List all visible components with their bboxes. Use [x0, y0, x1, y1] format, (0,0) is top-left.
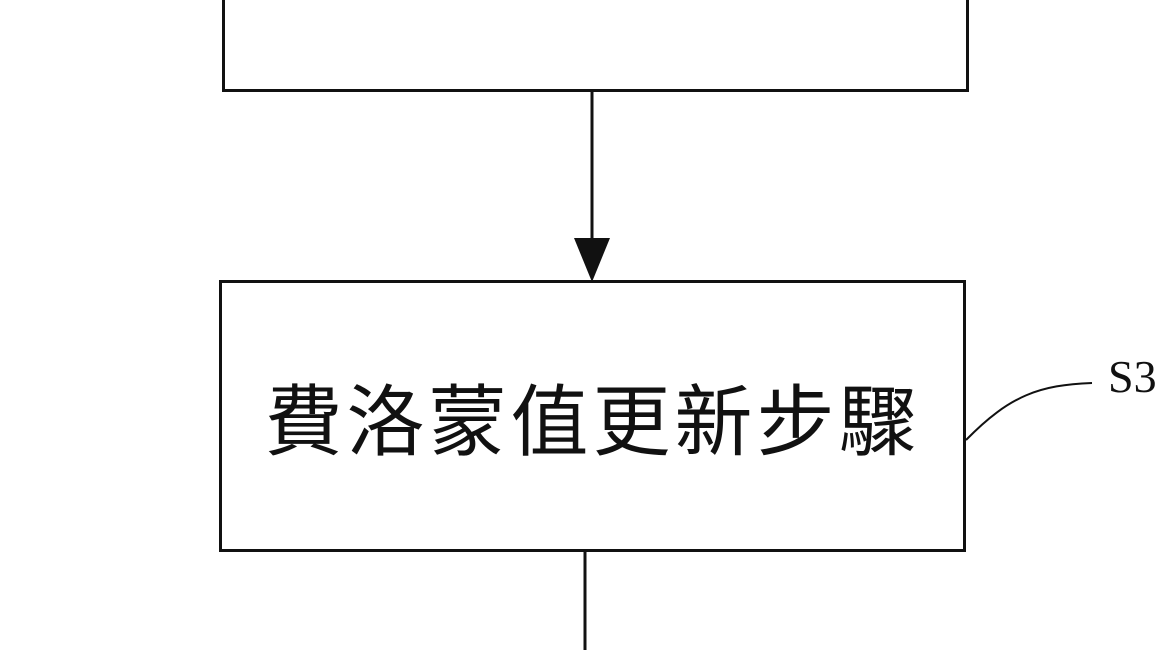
arrow-head-icon [574, 238, 610, 282]
step-text: 費洛蒙值更新步驟 [264, 378, 921, 468]
step-label: S3 [1108, 351, 1157, 402]
label-leader-line [965, 382, 1093, 441]
pheromone-update-step-box: 費洛蒙值更新步驟 [219, 280, 966, 552]
previous-step-box [222, 0, 969, 92]
